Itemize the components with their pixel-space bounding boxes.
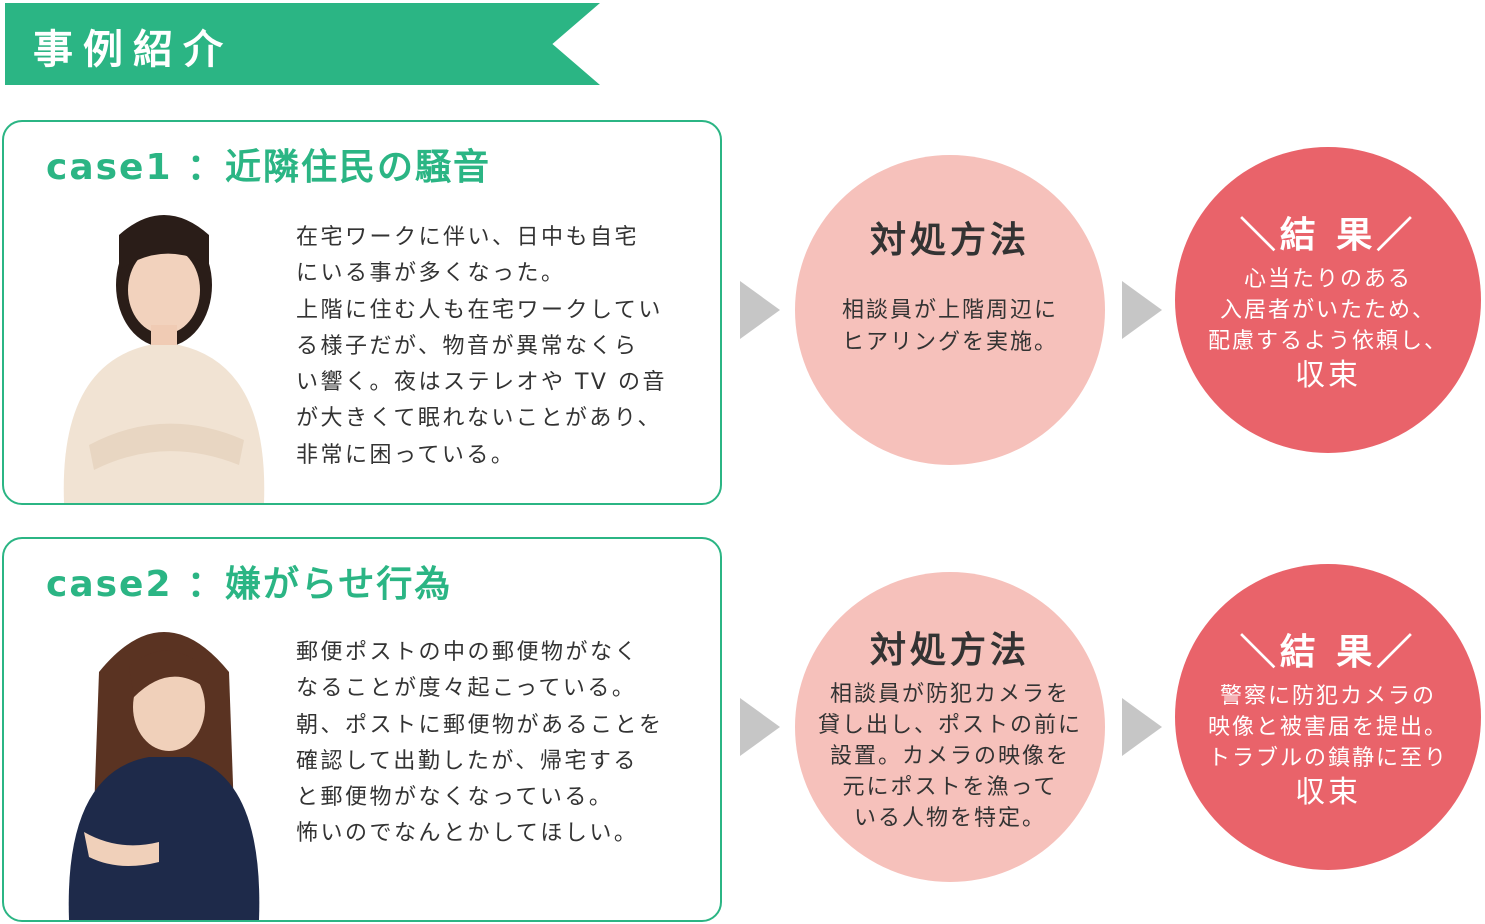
result-line: 心当たりのある (1243, 266, 1412, 292)
case-2-card: case2 ：嫌がらせ行為 郵便ポストの中の郵便物がなく なることが度々起こって… (2, 537, 722, 922)
case-title: case2 ：嫌がらせ行為 (46, 564, 453, 605)
section-banner: 事例紹介 (5, 3, 600, 85)
desc-line: 非常に困っている。 (296, 442, 516, 468)
desc-line: い響く。夜はステレオや TV の音 (296, 370, 667, 396)
desc-line: 朝、ポストに郵便物があることを (296, 712, 664, 738)
response-line: 相談員が上階周辺に (841, 298, 1058, 323)
arrow-right-icon (740, 281, 780, 339)
desc-line: 怖いのでなんとかしてほしい。 (296, 821, 639, 847)
response-title: 対処方法 (869, 220, 1030, 261)
response-circle: 対処方法 相談員が上階周辺に ヒアリングを実施。 (795, 155, 1105, 465)
response-line: 元にポストを漁って (842, 774, 1058, 800)
response-body: 相談員が防犯カメラを 貸し出し、ポストの前に 設置。カメラの映像を 元にポストを… (818, 679, 1082, 834)
case-description: 在宅ワークに伴い、日中も自宅 にいる事が多くなった。 上階に住む人も在宅ワークし… (296, 220, 706, 474)
arrow-right-icon (1122, 698, 1162, 756)
desc-line: 郵便ポストの中の郵便物がなく (296, 640, 640, 665)
result-line: 映像と被害届を提出。 (1207, 714, 1448, 740)
desc-line: 在宅ワークに伴い、日中も自宅 (296, 225, 640, 250)
response-line: 設置。カメラの映像を (829, 743, 1070, 769)
desc-line: が大きくて眠れないことがあり、 (296, 406, 662, 432)
case-1-card: case1 ：近隣住民の騒音 在宅ワークに伴い、日中も自宅 にいる事が多くなった… (2, 120, 722, 505)
result-end: 収束 (1295, 357, 1361, 393)
response-line: ヒアリングを実施。 (841, 330, 1058, 355)
result-end: 収束 (1295, 774, 1361, 810)
response-circle: 対処方法 相談員が防犯カメラを 貸し出し、ポストの前に 設置。カメラの映像を 元… (795, 572, 1105, 882)
response-body: 相談員が上階周辺に ヒアリングを実施。 (842, 295, 1058, 359)
result-circle: ＼結 果／ 警察に防犯カメラの 映像と被害届を提出。 トラブルの鎮静に至り 収束 (1175, 564, 1481, 870)
woman-photo-icon (68, 632, 260, 920)
response-line: 相談員が防犯カメラを (829, 681, 1070, 707)
desc-line: にいる事が多くなった。 (296, 261, 566, 287)
case-description: 郵便ポストの中の郵便物がなく なることが度々起こっている。 朝、ポストに郵便物が… (296, 635, 706, 853)
response-title: 対処方法 (869, 629, 1030, 671)
response-line: いる人物を特定。 (853, 805, 1046, 831)
result-body: 警察に防犯カメラの 映像と被害届を提出。 トラブルの鎮静に至り (1208, 681, 1448, 774)
result-title: ＼結 果／ (1239, 214, 1417, 256)
section-title: 事例紹介 (33, 27, 233, 73)
case-title: case1 ：近隣住民の騒音 (46, 147, 492, 188)
result-circle: ＼結 果／ 心当たりのある 入居者がいたため、 配慮するよう依頼し、 収束 (1175, 147, 1481, 453)
desc-line: 上階に住む人も在宅ワークしてい (296, 297, 663, 323)
arrow-right-icon (1122, 281, 1162, 339)
result-line: 警察に防犯カメラの (1219, 683, 1436, 709)
desc-line: と郵便物がなくなっている。 (296, 785, 614, 811)
result-title: ＼結 果／ (1239, 631, 1417, 673)
desc-line: る様子だが、物音が異常なくら (296, 333, 639, 359)
woman-photo-icon (63, 215, 265, 503)
arrow-right-icon (740, 698, 780, 756)
result-line: 配慮するよう依頼し、 (1207, 328, 1448, 354)
response-line: 貸し出し、ポストの前に (817, 712, 1082, 738)
result-body: 心当たりのある 入居者がいたため、 配慮するよう依頼し、 (1208, 264, 1448, 357)
desc-line: なることが度々起こっている。 (296, 676, 637, 702)
result-line: トラブルの鎮静に至り (1207, 745, 1448, 771)
result-line: 入居者がいたため、 (1219, 297, 1436, 323)
desc-line: 確認して出勤したが、帰宅する (296, 748, 638, 774)
